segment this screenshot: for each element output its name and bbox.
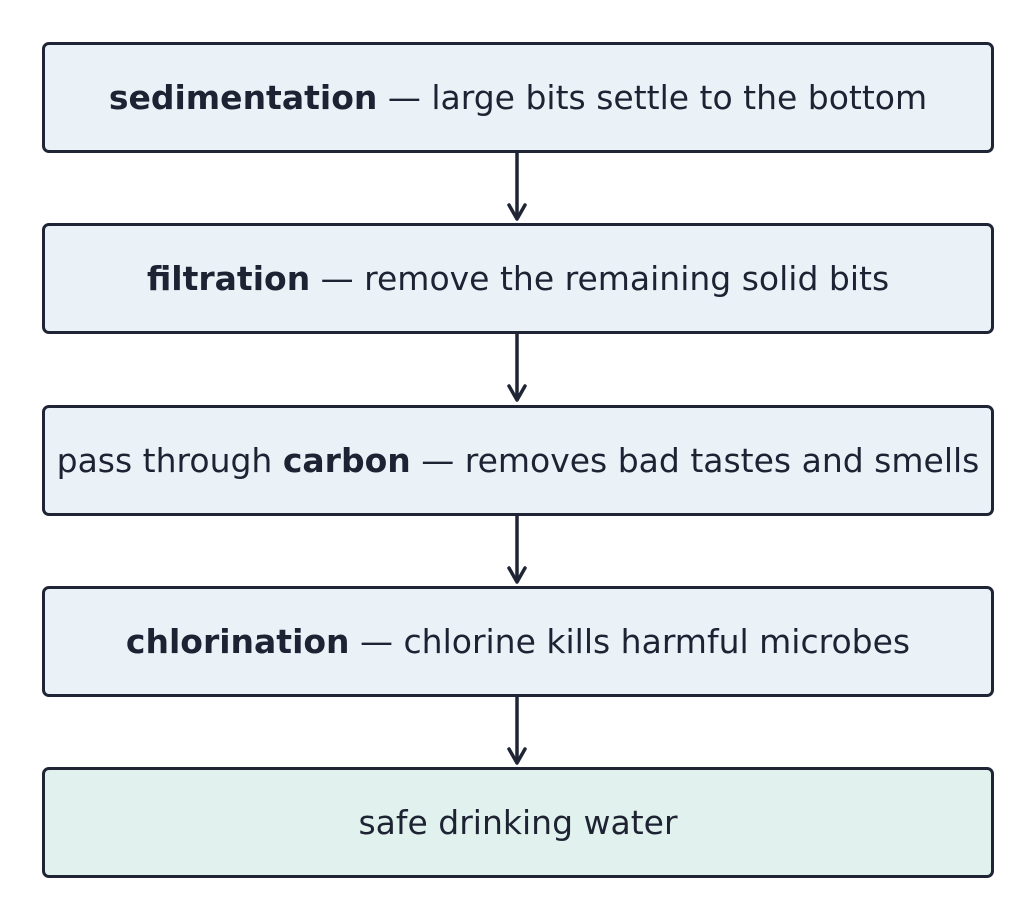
step-keyword: sedimentation	[108, 78, 378, 117]
step-keyword: carbon	[282, 441, 411, 480]
step-box-sedimentation: sedimentation — large bits settle to the…	[42, 42, 994, 153]
step-prefix: pass through	[56, 441, 283, 480]
step-description: — chlorine kills harmful microbes	[349, 622, 911, 661]
step-label: chlorination — chlorine kills harmful mi…	[126, 622, 910, 661]
step-box-carbon: pass through carbon — removes bad tastes…	[42, 405, 994, 516]
step-keyword: filtration	[146, 259, 311, 298]
step-description: — remove the remaining solid bits	[310, 259, 890, 298]
step-box-chlorination: chlorination — chlorine kills harmful mi…	[42, 586, 994, 697]
arrow-down-icon	[507, 697, 527, 765]
step-box-filtration: filtration — remove the remaining solid …	[42, 223, 994, 334]
step-label: sedimentation — large bits settle to the…	[109, 78, 927, 117]
step-label: pass through carbon — removes bad tastes…	[57, 441, 980, 480]
arrow-down-icon	[507, 153, 527, 221]
step-keyword: chlorination	[125, 622, 350, 661]
step-description: — large bits settle to the bottom	[377, 78, 928, 117]
arrow-down-icon	[507, 334, 527, 402]
step-label: filtration — remove the remaining solid …	[147, 259, 889, 298]
result-label: safe drinking water	[358, 803, 678, 842]
result-box-safe-water: safe drinking water	[42, 767, 994, 878]
step-description: — removes bad tastes and smells	[410, 441, 980, 480]
arrow-down-icon	[507, 516, 527, 584]
